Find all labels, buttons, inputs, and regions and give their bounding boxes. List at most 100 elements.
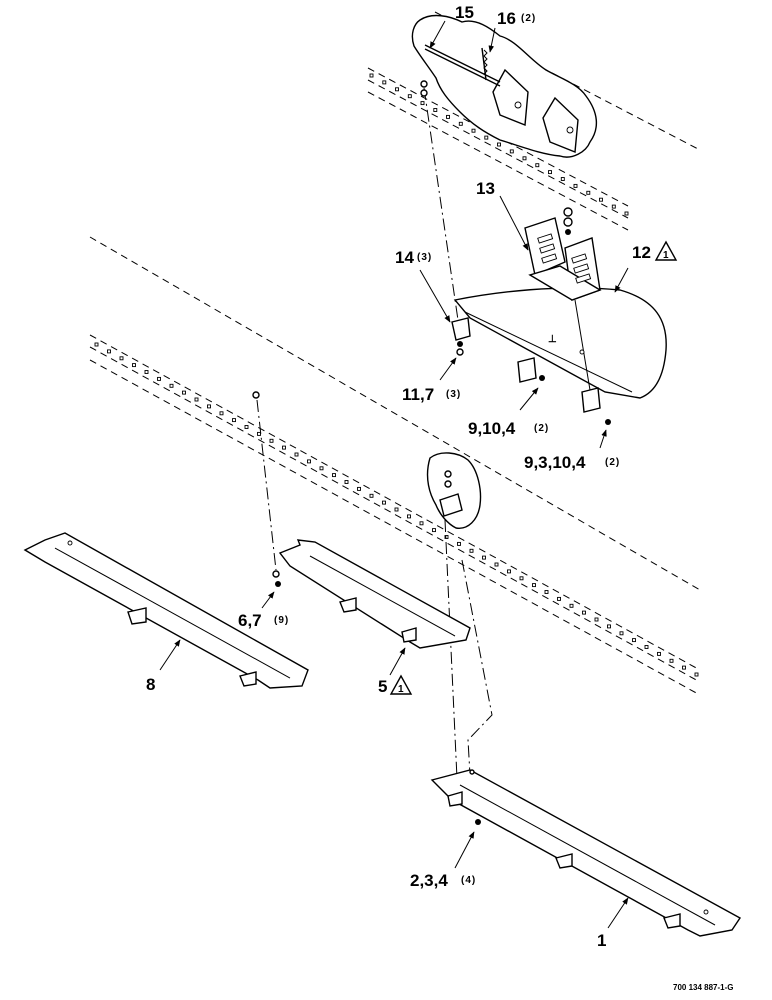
part-1-guard-bar — [430, 769, 742, 937]
perforation-hole — [522, 156, 527, 161]
perforation-hole — [382, 80, 387, 85]
perforation-hole — [573, 183, 578, 188]
callout-6-7: 6,7 — [238, 611, 262, 630]
perforation-hole — [394, 507, 399, 512]
perforation-hole — [657, 651, 661, 656]
perforation-hole — [319, 466, 324, 471]
perforation-hole — [548, 170, 552, 175]
callout-11-7: 11,7 — [402, 385, 434, 404]
perforation-hole — [169, 383, 174, 388]
perforation-hole — [569, 603, 574, 608]
perforation-hole — [444, 535, 449, 539]
perforation-hole — [586, 190, 591, 195]
perforation-hole — [482, 555, 486, 560]
perforation-hole — [119, 356, 124, 361]
hardware-item-9-10-4 — [517, 357, 611, 425]
perforation-hole — [457, 541, 461, 546]
callout-14: 14 — [395, 248, 414, 267]
perforation-hole — [619, 631, 624, 636]
perforation-hole — [669, 658, 674, 663]
perforation-hole — [357, 486, 361, 491]
perforation-hole — [471, 128, 476, 133]
perforation-hole — [519, 576, 524, 581]
perforation-hole — [632, 638, 636, 643]
perforation-hole — [497, 142, 501, 147]
perforation-hole — [307, 459, 311, 464]
callout-5-note-triangle: 1 — [389, 674, 413, 695]
assembly-leader-lines — [256, 87, 493, 801]
callout-12-note-triangle: 1 — [654, 240, 678, 261]
perforation-hole — [557, 596, 561, 601]
perforation-hole — [94, 342, 99, 347]
perforation-hole — [607, 624, 611, 629]
perforation-hole — [599, 197, 603, 202]
perforation-hole — [132, 363, 136, 368]
callout-labels: 15 16 (2) 13 12 1 14 (3) 11,7 (3) 9,10,4… — [146, 3, 734, 992]
callout-12: 12 — [632, 243, 651, 262]
perforation-hole — [194, 397, 199, 402]
perforation-hole — [611, 204, 616, 209]
callout-16-qty: (2) — [521, 13, 536, 24]
perforation-hole — [433, 108, 438, 112]
callout-9-3-10-4: 9,3,10,4 — [524, 453, 586, 472]
perforation-hole — [484, 135, 489, 140]
perforation-hole — [369, 493, 374, 498]
perforation-hole — [107, 349, 111, 354]
perforation-hole — [582, 610, 586, 615]
detail-bubble-top — [411, 14, 597, 158]
perforation-hole — [369, 73, 374, 78]
perforation-hole — [507, 569, 511, 574]
perforation-hole — [560, 177, 565, 181]
perforation-hole — [509, 149, 514, 154]
part-8-guard-bar — [23, 532, 309, 689]
callout-1: 1 — [597, 931, 606, 950]
perforation-hole — [694, 672, 699, 677]
perforation-hole — [182, 390, 186, 395]
perforation-hole — [594, 617, 599, 622]
detail-bubble-lower — [426, 452, 482, 529]
perforation-hole — [395, 87, 399, 92]
perforation-hole — [544, 590, 549, 594]
perforation-hole — [294, 452, 299, 457]
perforation-hole — [407, 94, 412, 99]
hardware-item-14-11-7 — [420, 80, 471, 356]
perforation-hole — [269, 438, 274, 443]
part-12-hold-down: ⊥ — [453, 287, 667, 399]
callout-6-7-qty: (9) — [274, 615, 289, 626]
callout-11-7-qty: (3) — [446, 389, 461, 400]
perforation-hole — [419, 521, 424, 526]
callout-2-3-4-qty: (4) — [461, 875, 476, 886]
drawing-number: 700 134 887-1-G — [673, 983, 734, 992]
callout-5: 5 — [378, 677, 387, 696]
svg-text:1: 1 — [398, 684, 405, 695]
perforation-hole — [644, 645, 649, 649]
part-5-guard-bar — [252, 391, 471, 649]
perforation-hole — [469, 548, 474, 553]
callout-16: 16 — [497, 9, 516, 28]
perforation-hole — [244, 425, 249, 429]
perforation-hole — [682, 665, 686, 670]
perforation-hole — [157, 376, 161, 381]
callout-arrows — [159, 20, 629, 929]
svg-text:⊥: ⊥ — [548, 334, 558, 345]
perforation-hole — [144, 370, 149, 374]
part-13-bracket — [524, 207, 602, 301]
perforation-hole — [407, 514, 411, 519]
callout-9-10-4-qty: (2) — [534, 423, 549, 434]
callout-8: 8 — [146, 675, 155, 694]
perforation-hole — [332, 473, 336, 478]
perforation-hole — [535, 163, 540, 168]
perforation-hole — [257, 431, 261, 436]
svg-text:1: 1 — [663, 250, 670, 261]
perforation-hole — [494, 562, 499, 567]
perforation-hole — [420, 101, 425, 106]
perforation-hole — [232, 418, 236, 423]
callout-9-10-4: 9,10,4 — [468, 419, 516, 438]
perforation-hole — [532, 583, 536, 588]
perforation-hole — [344, 480, 349, 484]
callout-14-qty: (3) — [417, 252, 432, 263]
callout-13: 13 — [476, 179, 495, 198]
lower-perforated-strip — [89, 334, 701, 696]
callout-15: 15 — [455, 3, 474, 22]
